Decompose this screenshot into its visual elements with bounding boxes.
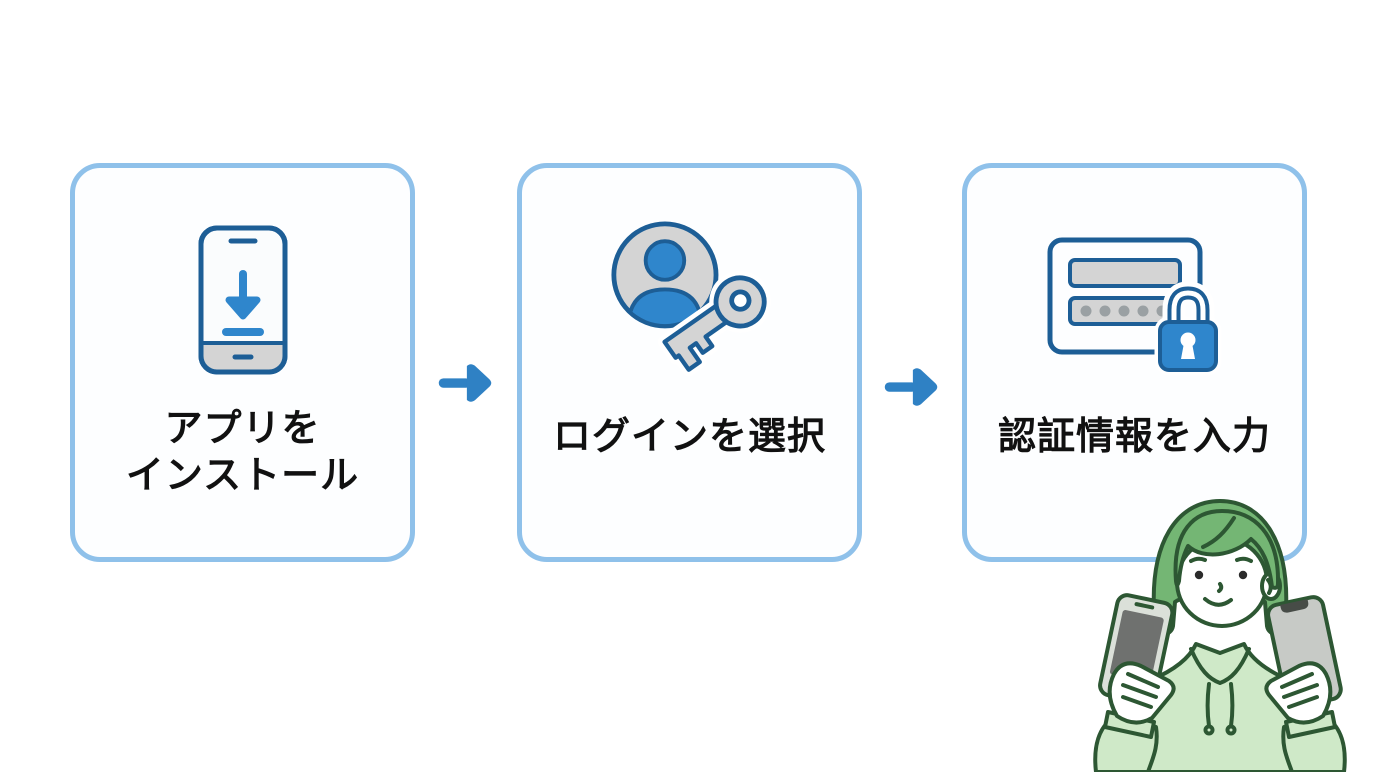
password-lock-icon [1046,236,1224,383]
step-label: アプリを インストール [75,406,410,500]
user-key-icon [604,220,776,385]
arrow-right-icon [435,360,495,406]
step-label-line: ログインを選択 [552,416,826,458]
step-card-enter-credentials: 認証情報を入力 [962,163,1307,562]
step-label: ログインを選択 [522,414,857,461]
step-label-line: アプリを [164,408,321,450]
step-label-line: インストール [125,455,360,497]
arrow-right-icon [881,364,941,410]
step-label: 認証情報を入力 [967,414,1302,461]
step-card-install-app: アプリを インストール [70,163,415,562]
phone-download-icon [197,224,289,381]
step-label-line: 認証情報を入力 [997,416,1271,458]
step-card-select-login: ログインを選択 [517,163,862,562]
woman-holding-two-phones-illustration [1038,480,1376,774]
